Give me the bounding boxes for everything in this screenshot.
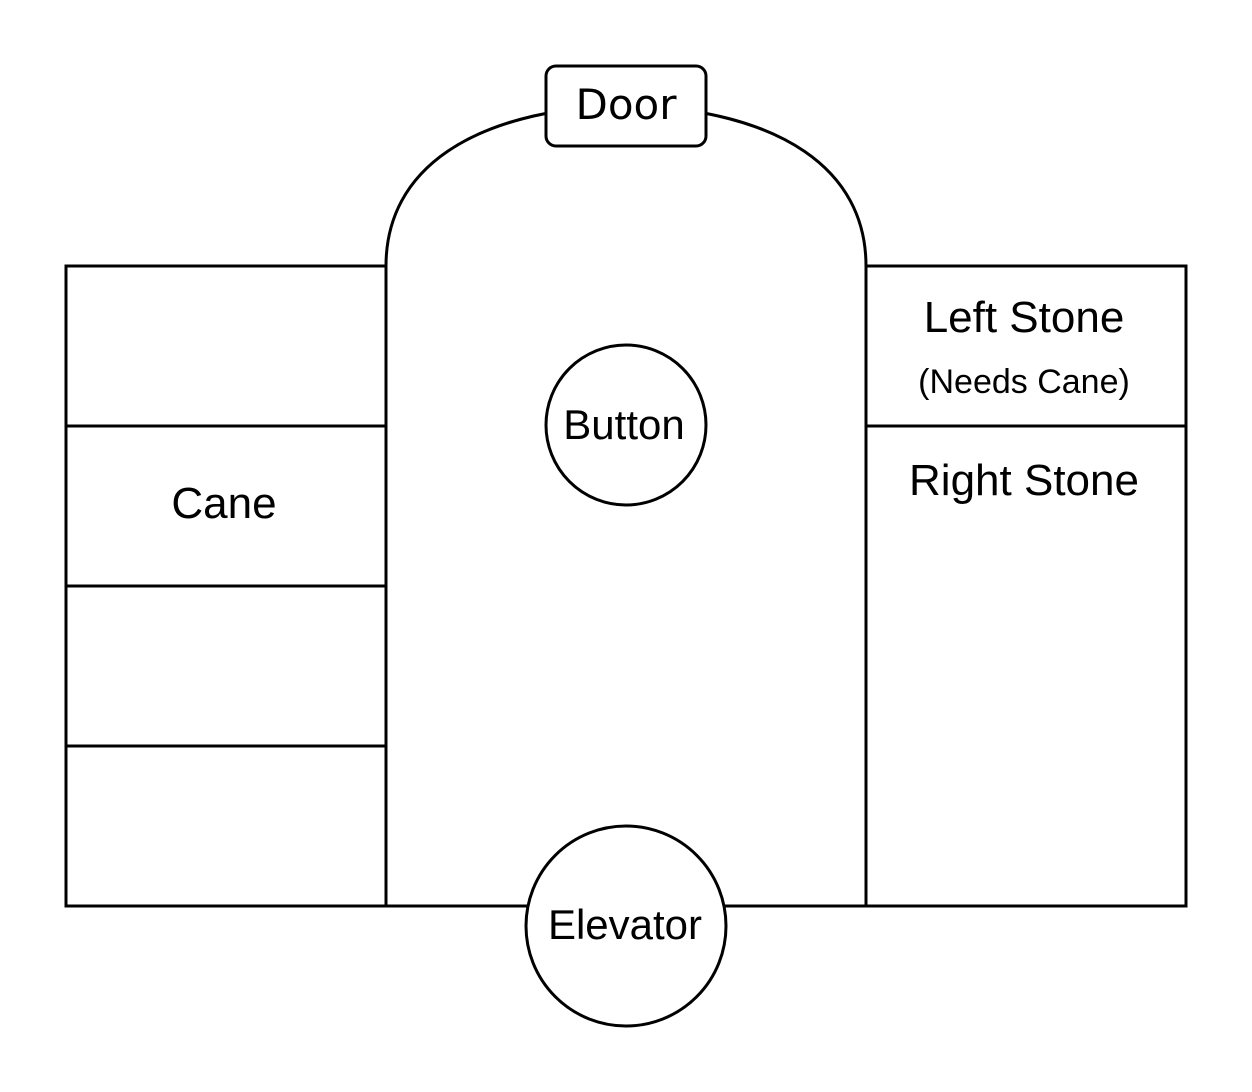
left-stone-sublabel: (Needs Cane) xyxy=(918,363,1130,401)
right-stone-label: Right Stone xyxy=(909,456,1139,505)
button-node xyxy=(544,343,708,507)
elevator-node xyxy=(524,824,728,1028)
left-room-1 xyxy=(64,264,388,428)
left-room-3 xyxy=(64,584,388,748)
door-node xyxy=(544,64,708,148)
left-stone-label: Left Stone xyxy=(924,293,1125,342)
right-room-left-stone xyxy=(864,264,1188,428)
button-label: Button xyxy=(563,401,684,448)
door-label: Door xyxy=(575,80,677,129)
left-room-4 xyxy=(64,744,388,908)
elevator-label: Elevator xyxy=(548,901,702,948)
cane-label: Cane xyxy=(171,479,276,528)
